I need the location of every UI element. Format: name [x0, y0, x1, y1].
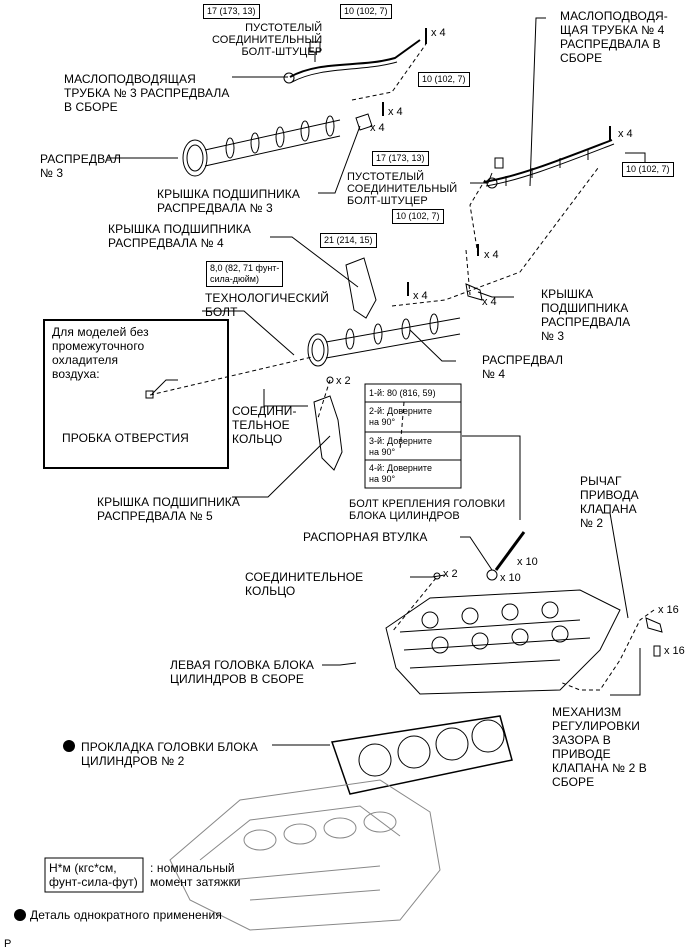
- head-bolt-step-1: 1-й: 80 (816, 59): [369, 388, 436, 398]
- label-camshaft-4: РАСПРЕДВАЛ № 4: [482, 353, 564, 381]
- label-bearing-cap-4: КРЫШКА ПОДШИПНИКА РАСПРЕДВАЛА № 4: [108, 222, 251, 250]
- label-lh-head: ЛЕВАЯ ГОЛОВКА БЛОКА ЦИЛИНДРОВ В СБОРЕ: [170, 658, 315, 686]
- label-hollow-bolt-1: ПУСТОТЕЛЫЙ СОЕДИНИТЕЛЬНЫЙ БОЛТ-ШТУЦЕР: [212, 22, 323, 58]
- label-bearing-cap-5: КРЫШКА ПОДШИПНИКА РАСПРЕДВАЛА № 5: [97, 495, 240, 523]
- qty-bearing-cap-4-bolts: x 4: [413, 290, 428, 302]
- qty-bearing-cap-3-a: x 4: [388, 106, 403, 118]
- label-rocker-arm: РЫЧАГ ПРИВОДА КЛАПАНА № 2: [580, 474, 639, 530]
- label-intercooler-note: Для моделей без промежуточного охладител…: [52, 325, 149, 381]
- label-oil-pipe-3: МАСЛОПОДВОДЯЩАЯ ТРУБКА № 3 РАСПРЕДВАЛА В…: [64, 72, 230, 114]
- torque-spec-bearing-cap-3-upper: 10 (102, 7): [418, 72, 470, 87]
- qty-rocker-arm: x 16: [658, 604, 679, 616]
- label-hole-plug: ПРОБКА ОТВЕРСТИЯ: [62, 431, 189, 445]
- torque-spec-bearing-cap-3-right: 10 (102, 7): [392, 209, 444, 224]
- label-lash-adjuster: МЕХАНИЗМ РЕГУЛИРОВКИ ЗАЗОРА В ПРИВОДЕ КЛ…: [552, 705, 647, 789]
- qty-oil-pipe-3-bolts: x 4: [431, 27, 446, 39]
- torque-spec-hollow-bolt-1: 17 (173, 13): [203, 4, 260, 19]
- head-bolt-step-4: 4-й: Доверните на 90°: [369, 463, 432, 484]
- label-union-ring-1: СОЕДИНИ- ТЕЛЬНОЕ КОЛЬЦО: [232, 404, 297, 446]
- label-oil-pipe-4: МАСЛОПОДВОДЯ- ЩАЯ ТРУБКА № 4 РАСПРЕДВАЛА…: [560, 9, 668, 65]
- legend-one-time-bullet: [14, 909, 26, 921]
- qty-bearing-cap-3-right-b: x 4: [482, 296, 497, 308]
- torque-spec-oil-pipe-4-bolt: 10 (102, 7): [622, 162, 674, 177]
- label-hollow-bolt-2: ПУСТОТЕЛЫЙ СОЕДИНИТЕЛЬНЫЙ БОЛТ-ШТУЦЕР: [347, 171, 458, 207]
- torque-spec-service-bolt: 8,0 (82, 71 фунт- сила-дюйм): [206, 261, 284, 287]
- label-bearing-cap-3-right: КРЫШКА ПОДШИПНИКА РАСПРЕДВАЛА № 3: [541, 287, 631, 343]
- torque-spec-bearing-cap-4: 21 (214, 15): [320, 233, 377, 248]
- label-union-ring-2: СОЕДИНИТЕЛЬНОЕ КОЛЬЦО: [245, 570, 364, 598]
- torque-spec-hollow-bolt-2: 17 (173, 13): [372, 151, 429, 166]
- label-bearing-cap-3-upper: КРЫШКА ПОДШИПНИКА РАСПРЕДВАЛА № 3: [157, 187, 300, 215]
- head-bolt-step-3: 3-й: Доверните на 90°: [369, 436, 432, 457]
- qty-lash-adjuster: x 16: [664, 645, 685, 657]
- qty-bearing-cap-3-right-a: x 4: [484, 249, 499, 261]
- qty-union-ring-1: x 2: [336, 375, 351, 387]
- label-spacer: РАСПОРНАЯ ВТУЛКА: [303, 530, 428, 544]
- qty-spacers: x 10: [500, 572, 521, 584]
- qty-head-bolts: x 10: [517, 556, 538, 568]
- legend-torque-units: Н*м (кгс*см, фунт-сила-фут): [49, 861, 138, 889]
- legend-torque-desc: : номинальный момент затяжки: [150, 861, 241, 889]
- head-bolt-step-2: 2-й: Доверните на 90°: [369, 406, 432, 427]
- qty-oil-pipe-4-bolts: x 4: [618, 128, 633, 140]
- qty-union-ring-2: x 2: [443, 568, 458, 580]
- torque-spec-oil-pipe-3-bolt: 10 (102, 7): [340, 4, 392, 19]
- label-camshaft-3: РАСПРЕДВАЛ № 3: [40, 152, 122, 180]
- one-time-use-bullet: [63, 740, 75, 752]
- label-head-bolt: БОЛТ КРЕПЛЕНИЯ ГОЛОВКИ БЛОКА ЦИЛИНДРОВ: [349, 498, 506, 522]
- corner-mark: P: [4, 938, 12, 950]
- label-head-gasket: ПРОКЛАДКА ГОЛОВКИ БЛОКА ЦИЛИНДРОВ № 2: [81, 740, 258, 768]
- label-service-bolt: ТЕХНОЛОГИЧЕСКИЙ БОЛТ: [205, 291, 329, 319]
- qty-bearing-cap-3-b: x 4: [370, 122, 385, 134]
- legend-one-time-use: Деталь однократного применения: [30, 908, 222, 922]
